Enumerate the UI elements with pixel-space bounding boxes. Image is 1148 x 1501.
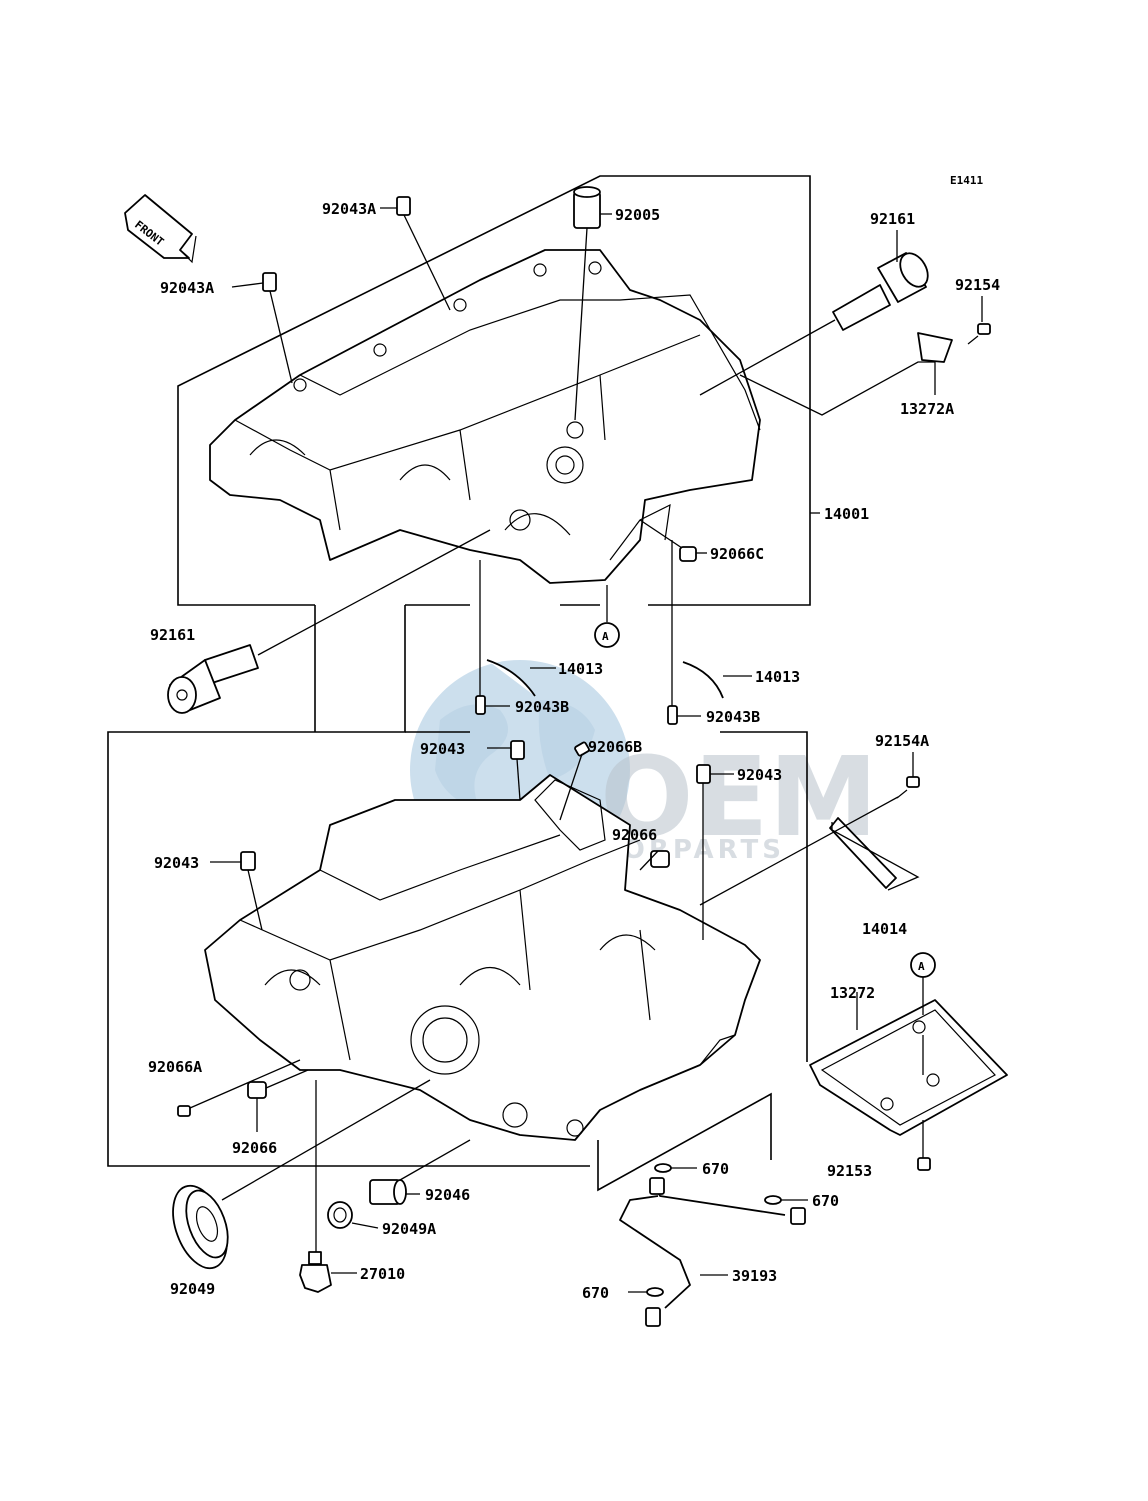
- label-92046[interactable]: 92046: [425, 1186, 470, 1204]
- plug-92161-left: [167, 644, 259, 714]
- ref-marker-a-upper-text: A: [602, 630, 609, 643]
- upper-frame: [177, 175, 811, 606]
- bearing-shell-14013-right: [682, 661, 724, 699]
- plug-92066a: [177, 1105, 191, 1117]
- label-670-c[interactable]: 670: [582, 1284, 609, 1302]
- middle-frame: [107, 605, 590, 1167]
- label-92066-low[interactable]: 92066: [232, 1139, 277, 1157]
- label-92049[interactable]: 92049: [170, 1280, 215, 1298]
- watermark-continents: [435, 700, 595, 810]
- bolt-92154: [967, 323, 991, 345]
- small-parts: [167, 186, 1008, 1327]
- dowel-pin-92043a-left: [262, 272, 277, 292]
- ref-marker-a-lower-text: A: [918, 960, 925, 973]
- watermark-main: OEM: [600, 733, 878, 861]
- label-92043-left[interactable]: 92043: [154, 854, 199, 872]
- label-92066-mid[interactable]: 92066: [612, 826, 657, 844]
- label-14013-right[interactable]: 14013: [755, 668, 800, 686]
- pipe-frame: [597, 1092, 772, 1192]
- label-14001[interactable]: 14001: [824, 505, 869, 523]
- ref-marker-a-upper: A: [594, 622, 620, 648]
- label-92043-mid[interactable]: 92043: [420, 740, 465, 758]
- label-92154a[interactable]: 92154A: [875, 732, 929, 750]
- label-92043a-left[interactable]: 92043A: [160, 279, 214, 297]
- label-14013-mid[interactable]: 14013: [558, 660, 603, 678]
- label-92066a[interactable]: 92066A: [148, 1058, 202, 1076]
- seal-92049a: [327, 1201, 353, 1229]
- front-arrow: FRONT: [124, 194, 197, 264]
- label-92043-right[interactable]: 92043: [737, 766, 782, 784]
- oring-670-b: [764, 1195, 782, 1205]
- plug-92066b: [574, 741, 590, 757]
- dowel-pin-92043b-right: [667, 705, 678, 725]
- bolt-92153: [917, 1157, 931, 1171]
- leader-lines: [189, 207, 983, 1293]
- upper-crankcase: [209, 249, 761, 584]
- label-92043b-right[interactable]: 92043B: [706, 708, 760, 726]
- label-92043b-mid[interactable]: 92043B: [515, 698, 569, 716]
- plate-13272a: [917, 332, 953, 363]
- label-39193[interactable]: 39193: [732, 1267, 777, 1285]
- dowel-pin-92043-right: [696, 764, 711, 784]
- bearing-shell-14013-mid: [486, 659, 536, 697]
- plug-92161-top: [832, 252, 929, 331]
- label-27010[interactable]: 27010: [360, 1265, 405, 1283]
- lower-crankcase: [204, 774, 761, 1141]
- diagram-code: E1411: [950, 174, 983, 187]
- dowel-pin-92043b-mid: [475, 695, 486, 715]
- oil-screen-13272: [809, 999, 1008, 1136]
- dowel-pin-92043a-top: [396, 196, 411, 216]
- oring-670-a: [654, 1163, 672, 1173]
- label-92066c[interactable]: 92066C: [710, 545, 764, 563]
- bearing-92046: [369, 1179, 407, 1205]
- pipe-39193: [619, 1177, 806, 1327]
- dowel-pin-92043-left: [240, 851, 256, 871]
- label-92005[interactable]: 92005: [615, 206, 660, 224]
- plug-92066-low: [247, 1081, 267, 1099]
- oring-670-c: [646, 1287, 664, 1297]
- label-92066b[interactable]: 92066B: [588, 738, 642, 756]
- ref-marker-a-lower: A: [910, 952, 936, 978]
- label-13272a[interactable]: 13272A: [900, 400, 954, 418]
- label-92161-top[interactable]: 92161: [870, 210, 915, 228]
- seal-92049: [172, 1184, 229, 1270]
- label-92154[interactable]: 92154: [955, 276, 1000, 294]
- bolt-92154a: [896, 776, 920, 799]
- label-92043a-top[interactable]: 92043A: [322, 200, 376, 218]
- plug-92066c: [679, 546, 697, 562]
- plate-14014: [829, 817, 897, 889]
- label-14014[interactable]: 14014: [862, 920, 907, 938]
- label-670-b[interactable]: 670: [812, 1192, 839, 1210]
- dowel-pin-92043-mid: [510, 740, 525, 760]
- part-labels: 92043A 92005 92161 92154 92043A 13272A 1…: [148, 200, 1000, 1302]
- label-92049a[interactable]: 92049A: [382, 1220, 436, 1238]
- label-92153[interactable]: 92153: [827, 1162, 872, 1180]
- label-670-a[interactable]: 670: [702, 1160, 729, 1178]
- switch-27010: [299, 1251, 332, 1293]
- label-92161-left[interactable]: 92161: [150, 626, 195, 644]
- label-13272[interactable]: 13272: [830, 984, 875, 1002]
- plug-92066-mid: [650, 850, 670, 868]
- fitting-92005: [573, 186, 601, 229]
